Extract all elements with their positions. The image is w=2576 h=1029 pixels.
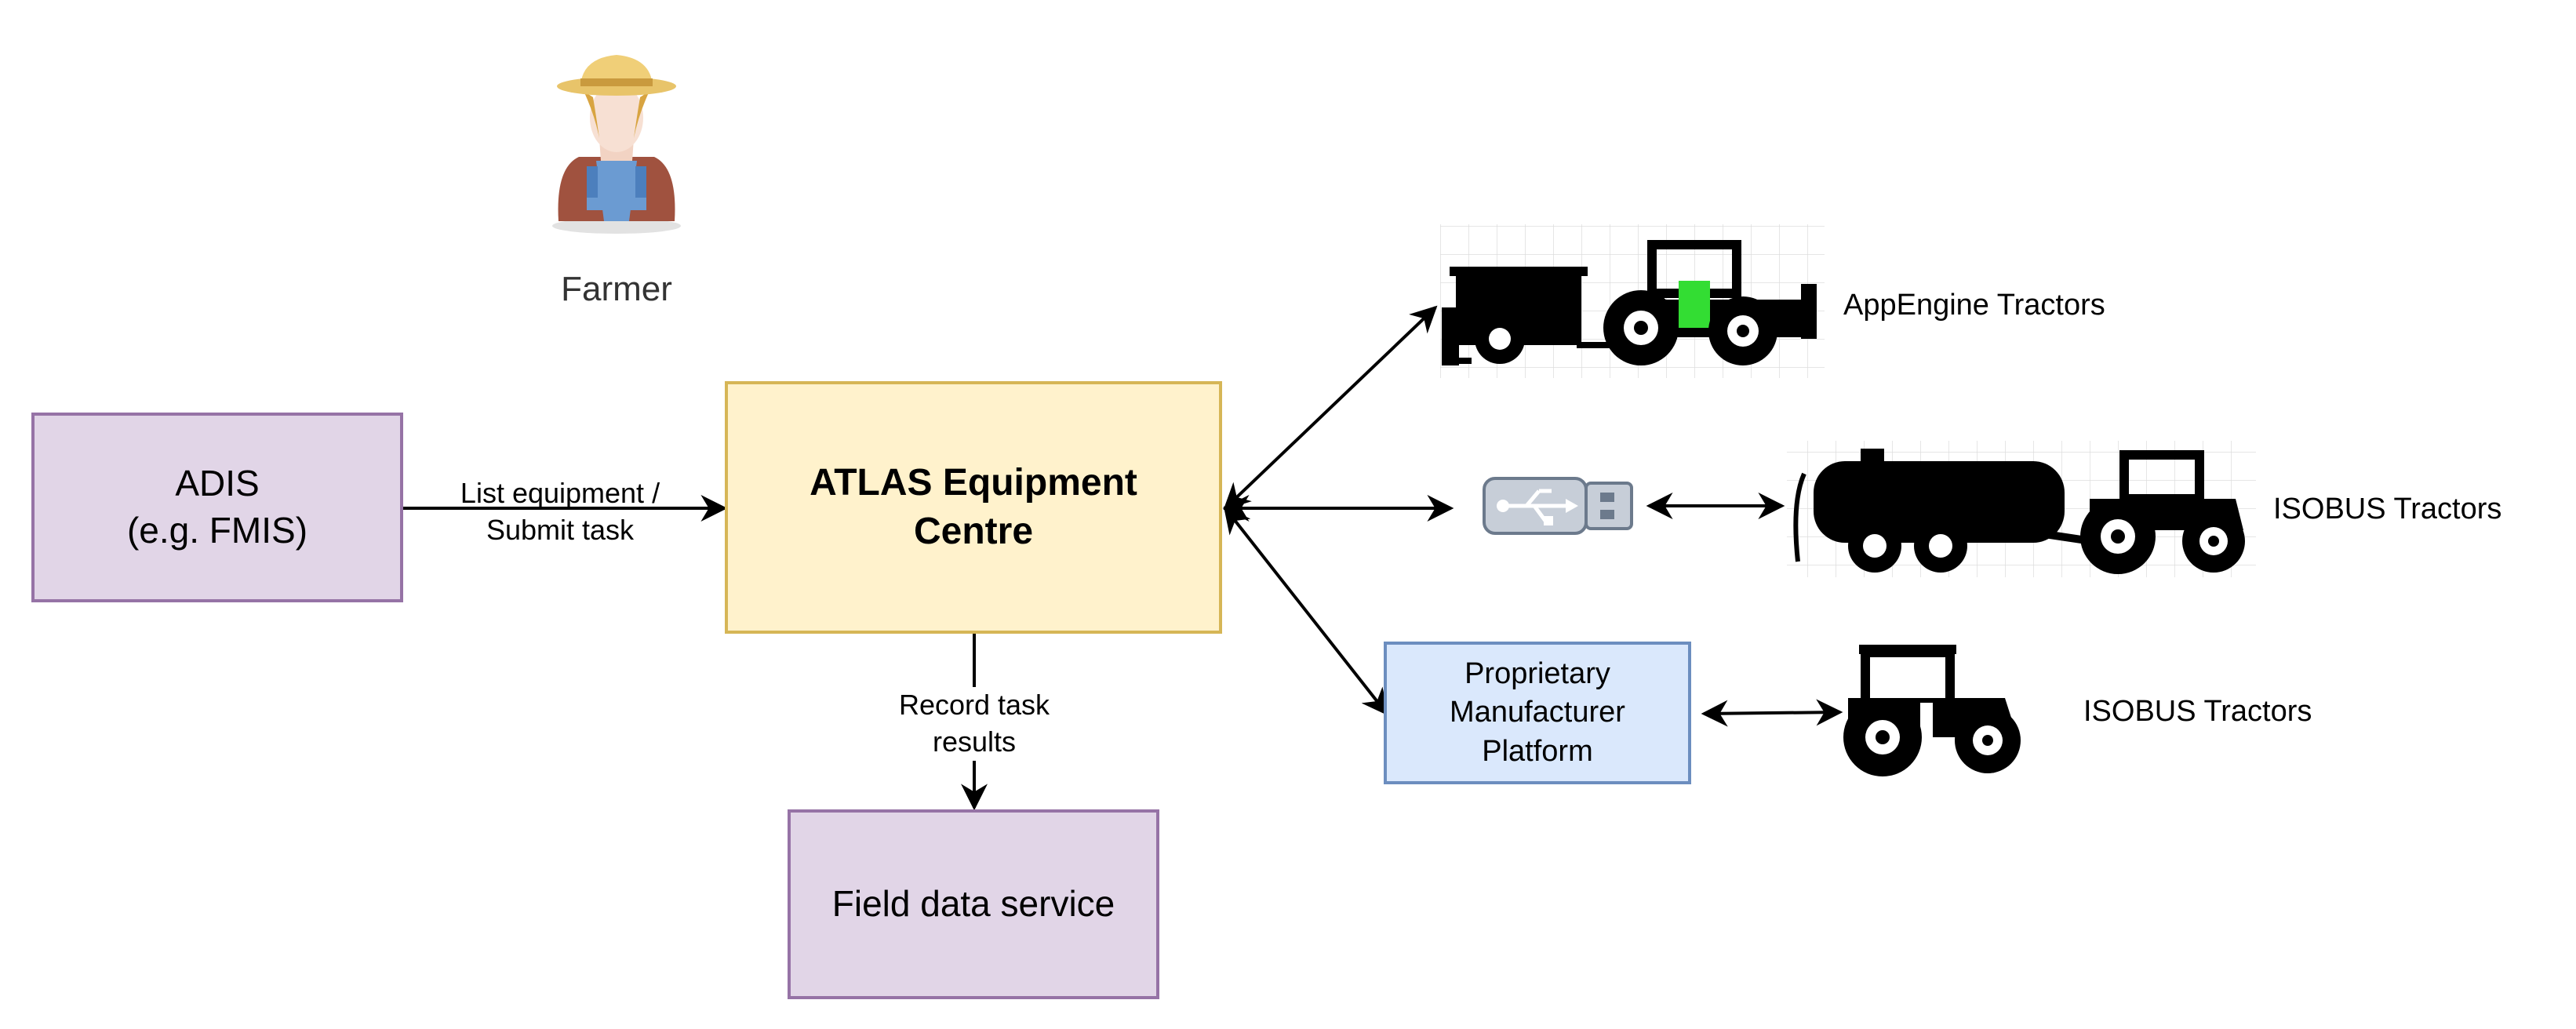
edge-label-line-1: List equipment / xyxy=(460,477,660,509)
proprietary-line-3: Platform xyxy=(1482,734,1593,768)
isobus-tractors-usb-label: ISOBUS Tractors xyxy=(2273,493,2502,525)
proprietary-line-2: Manufacturer xyxy=(1450,696,1625,729)
farmer-label: Farmer xyxy=(561,270,672,308)
appengine-tractors-label: AppEngine Tractors xyxy=(1843,289,2105,322)
edge-atlas-to-appengine[interactable] xyxy=(1223,305,1438,511)
field-data-service-box[interactable]: Field data service xyxy=(788,809,1159,999)
farmer-icon xyxy=(552,55,681,234)
edge-label-line-2: results xyxy=(932,725,1017,758)
spreader-tractor-icon xyxy=(1440,224,1825,378)
edge-label-line-1: Record task xyxy=(898,689,1050,721)
atlas-equipment-centre-box[interactable]: ATLAS Equipment Centre xyxy=(725,381,1222,634)
edge-label-record-task: Record task results xyxy=(872,687,1076,761)
tractor-icon xyxy=(1843,645,2021,776)
isobus-tractors-platform-label: ISOBUS Tractors xyxy=(2083,695,2312,728)
adis-box[interactable]: ADIS (e.g. FMIS) xyxy=(31,413,403,602)
adis-subtitle: (e.g. FMIS) xyxy=(126,510,308,551)
edge-label-line-2: Submit task xyxy=(486,513,635,546)
atlas-title-line-2: Centre xyxy=(913,511,1034,552)
edge-atlas-to-proprietary[interactable] xyxy=(1223,506,1389,716)
field-data-service-label: Field data service xyxy=(831,883,1115,925)
proprietary-line-1: Proprietary xyxy=(1464,656,1610,690)
edge-proprietary-to-isobus-tractor[interactable] xyxy=(1701,699,1843,727)
edge-label-list-submit: List equipment / Submit task xyxy=(438,475,682,549)
proprietary-platform-box[interactable]: Proprietary Manufacturer Platform xyxy=(1384,642,1691,784)
atlas-title-line-1: ATLAS Equipment xyxy=(810,461,1137,504)
usb-stick-icon[interactable] xyxy=(1483,477,1633,535)
tanker-tractor-icon xyxy=(1787,441,2256,577)
adis-title: ADIS xyxy=(175,463,260,504)
